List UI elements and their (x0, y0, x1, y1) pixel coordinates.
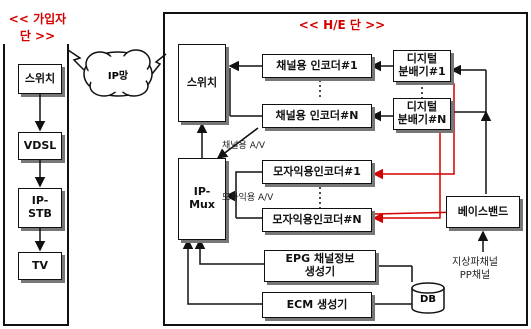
mosaic-encoder-n: 모자익용인코더#N (262, 208, 372, 232)
subscriber-title: << 가입자 단 >> (0, 10, 75, 44)
channel-av-note: 채널용 A/V (222, 141, 266, 151)
db-label: DB (420, 294, 436, 305)
headend-switch: 스위치 (178, 44, 226, 122)
db-cylinder (411, 282, 445, 314)
ecm-generator: ECM 생성기 (262, 292, 372, 318)
subscriber-switch: 스위치 (18, 64, 62, 94)
mosaic-encoder-1: 모자익용인코더#1 (262, 160, 372, 184)
baseband-box: 베이스밴드 (446, 196, 520, 228)
tv-box: TV (18, 252, 62, 280)
digital-divider-1: 디지털 분배기#1 (393, 50, 451, 82)
channel-encoder-1: 채널용 인코더#1 (262, 54, 372, 78)
digital-divider-n: 디지털 분배기#N (393, 98, 451, 130)
broadcast-label: 지상파채널 PP채널 (452, 257, 498, 281)
ip-stb-box: IP- STB (18, 188, 62, 228)
epg-generator: EPG 채널정보 생성기 (264, 250, 376, 282)
mosaic-av-note: 모자익용 A/V (222, 193, 274, 203)
headend-title: << H/E 단 >> (272, 16, 412, 33)
headend-panel (163, 12, 528, 326)
channel-encoder-n: 채널용 인코더#N (262, 104, 372, 128)
ip-mux-box: IP- Mux (178, 158, 226, 240)
ip-network-label: IP망 (107, 71, 129, 82)
vdsl-box: VDSL (18, 132, 62, 160)
ip-network-cloud (83, 49, 153, 97)
